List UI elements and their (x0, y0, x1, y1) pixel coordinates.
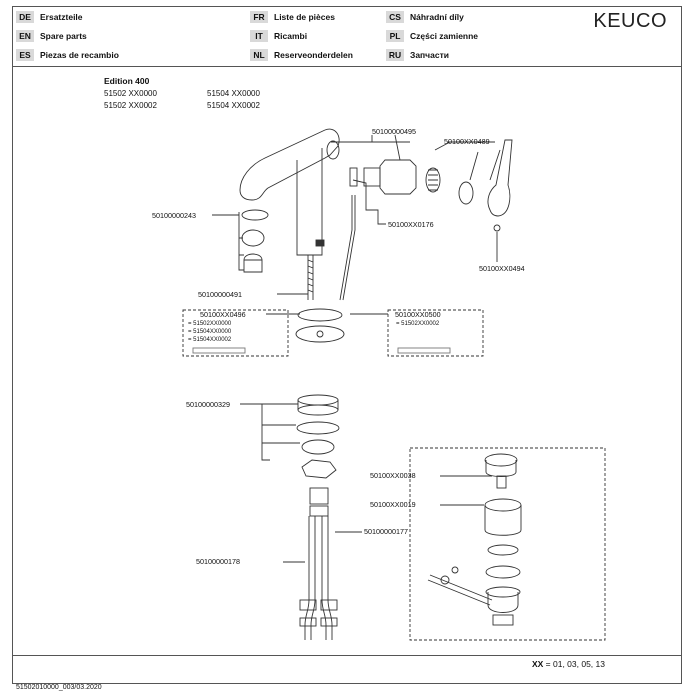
part-number-label: 50100XX0019 (370, 500, 416, 509)
article-number: 51504 XX0002 (207, 101, 260, 110)
lang-text: Ricambi (274, 31, 308, 41)
part-number-label: 50100XX0494 (479, 264, 525, 273)
lang-code: RU (386, 49, 404, 61)
lang-text: Spare parts (40, 31, 87, 41)
variant-label: = 51504XX0000 (188, 329, 232, 335)
header-divider (12, 66, 682, 67)
page-frame (12, 6, 682, 684)
popup-rod (339, 195, 356, 301)
cartridge (379, 159, 417, 195)
document-number: 51502010000_003/03.2020 (16, 684, 102, 691)
lang-code: NL (250, 49, 268, 61)
article-number: 51504 XX0000 (207, 89, 260, 98)
drain-lever (427, 574, 493, 606)
part-number-label: 50100000177 (364, 527, 408, 536)
part-number-label: 50100XX0489 (444, 137, 490, 146)
part-number-label: 50100000491 (198, 290, 242, 299)
edition-title: Edition 400 (104, 76, 150, 86)
lang-text: Części zamienne (410, 31, 479, 41)
footer-divider (12, 655, 682, 656)
lang-code: CS (386, 11, 404, 23)
part-number-label: 50100000329 (186, 400, 230, 409)
nut-washer (301, 459, 337, 479)
lang-code: FR (250, 11, 268, 23)
xx-values: = 01, 03, 05, 13 (545, 659, 605, 669)
part-number-label: 50100000243 (152, 211, 196, 220)
lang-text: Ersatzteile (40, 12, 83, 22)
lang-text: Liste de pièces (274, 12, 335, 22)
hose-left (304, 516, 316, 640)
lang-code: PL (386, 30, 404, 42)
variant-label: = 51502XX0000 (188, 321, 232, 327)
lang-code: ES (16, 49, 34, 61)
part-number-label: 50100000495 (372, 127, 416, 136)
part-number-label: 50100XX0038 (370, 471, 416, 480)
brand-logo: KEUCO (593, 10, 667, 32)
lang-code: EN (16, 30, 34, 42)
lang-code: DE (16, 11, 34, 23)
lang-code: IT (250, 30, 268, 42)
lang-text: Запчасти (410, 50, 449, 60)
part-number-label: 50100XX0176 (388, 220, 434, 229)
lang-text: Piezas de recambio (40, 50, 119, 60)
xx-legend: XX = 01, 03, 05, 13 (532, 659, 605, 669)
hose-right (321, 516, 333, 640)
variant-label: = 51504XX0002 (188, 337, 232, 343)
handle-lever (487, 139, 513, 217)
part-number-label: 50100XX0496 (200, 310, 246, 319)
xx-code: XX (531, 659, 544, 669)
lang-text: Reserveonderdelen (274, 50, 353, 60)
article-number: 51502 XX0000 (104, 89, 157, 98)
article-number: 51502 XX0002 (104, 101, 157, 110)
part-number-label: 50100000178 (196, 557, 240, 566)
variant-label: = 51502XX0002 (396, 321, 440, 327)
faucet-body (296, 148, 323, 256)
faucet-spout (239, 128, 340, 201)
part-number-label: 50100XX0500 (395, 310, 441, 319)
lang-text: Náhradní díly (410, 12, 464, 22)
